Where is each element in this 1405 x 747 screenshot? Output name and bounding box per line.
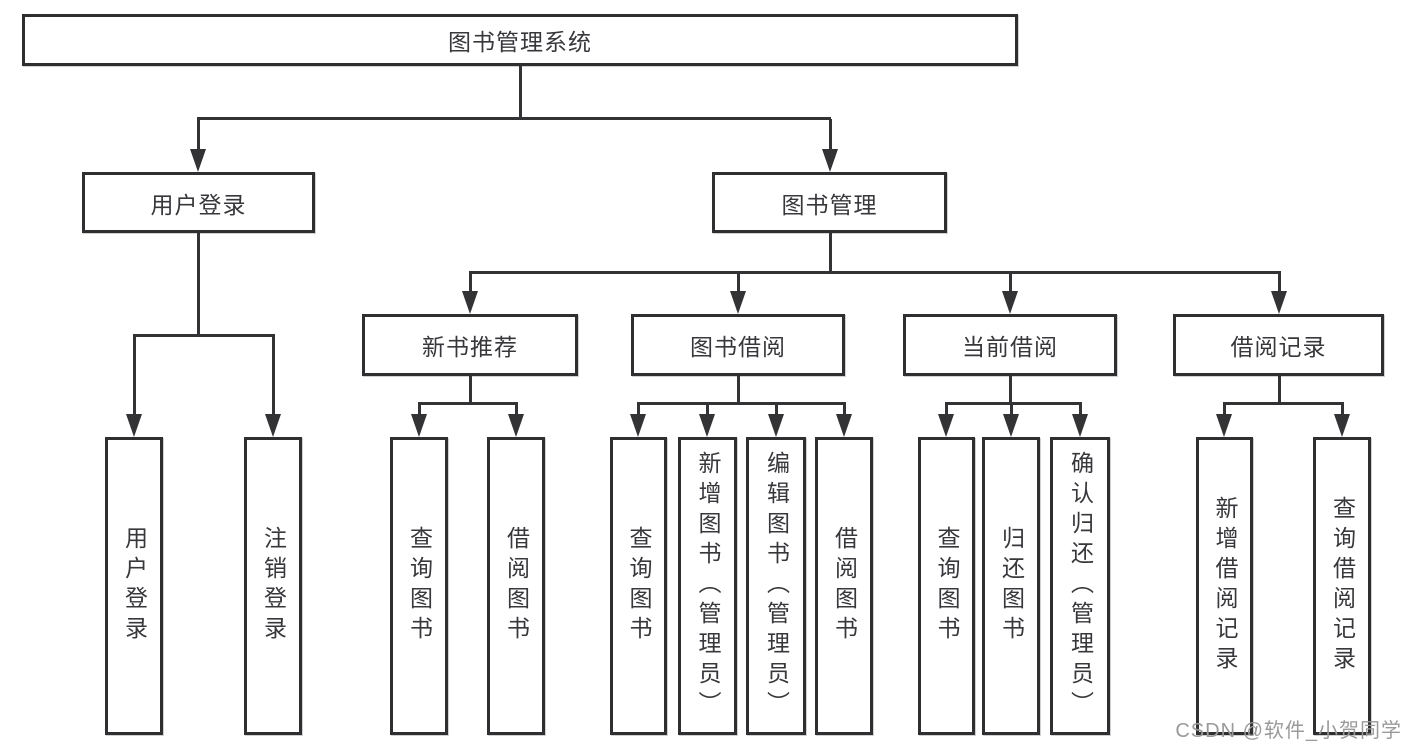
- leaf-borrow-books: 借阅图书: [815, 437, 873, 735]
- arrowhead-down-icon: [768, 414, 784, 437]
- connector-line: [133, 334, 275, 337]
- connector-line: [197, 233, 200, 336]
- connector-line: [469, 273, 472, 295]
- arrowhead-down-icon: [1002, 291, 1018, 314]
- connector-line: [637, 404, 640, 416]
- node-current-borrowing: 当前借阅: [903, 314, 1117, 376]
- node-user-login: 用户登录: [82, 172, 315, 233]
- connector-line: [1009, 376, 1012, 404]
- connector-line: [1010, 404, 1013, 416]
- arrowhead-down-icon: [730, 291, 746, 314]
- node-new-book-recommend: 新书推荐: [362, 314, 578, 376]
- node-root: 图书管理系统: [22, 14, 1018, 66]
- connector-line: [515, 404, 518, 416]
- connector-line: [418, 402, 518, 405]
- connector-line: [829, 233, 832, 274]
- connector-line: [272, 336, 275, 416]
- connector-line: [637, 402, 846, 405]
- connector-line: [418, 404, 421, 416]
- arrowhead-down-icon: [630, 414, 646, 437]
- arrowhead-down-icon: [265, 414, 281, 437]
- connector-line: [775, 404, 778, 416]
- connector-line: [197, 119, 200, 151]
- arrowhead-down-icon: [1216, 414, 1232, 437]
- connector-line: [737, 273, 740, 295]
- leaf-query-books: 查询图书: [390, 437, 448, 735]
- arrowhead-down-icon: [508, 414, 524, 437]
- connector-line: [829, 119, 832, 151]
- leaf-logout: 注销登录: [244, 437, 302, 735]
- leaf-user-login: 用户登录: [105, 437, 163, 735]
- connector-line: [133, 336, 136, 416]
- connector-line: [197, 117, 831, 120]
- connector-line: [1278, 273, 1281, 295]
- connector-line: [737, 376, 740, 404]
- arrowhead-down-icon: [1334, 414, 1350, 437]
- leaf-query-books: 查询图书: [918, 437, 975, 735]
- node-book-management: 图书管理: [712, 172, 947, 233]
- node-book-borrowing: 图书借阅: [631, 314, 845, 376]
- node-borrowing-records: 借阅记录: [1173, 314, 1384, 376]
- arrowhead-down-icon: [411, 414, 427, 437]
- arrowhead-down-icon: [126, 414, 142, 437]
- arrowhead-down-icon: [1003, 414, 1019, 437]
- arrowhead-down-icon: [462, 291, 478, 314]
- csdn-watermark: CSDN @软件_小贺同学: [1175, 720, 1402, 742]
- leaf-borrow-books: 借阅图书: [487, 437, 545, 735]
- leaf-add-books-admin: 新增图书（管理员）: [678, 437, 737, 735]
- leaf-query-books: 查询图书: [610, 437, 667, 735]
- connector-line: [469, 271, 1281, 274]
- arrowhead-down-icon: [1271, 291, 1287, 314]
- connector-line: [469, 376, 472, 404]
- arrowhead-down-icon: [836, 414, 852, 437]
- connector-line: [1009, 273, 1012, 295]
- connector-line: [1079, 404, 1082, 416]
- arrowhead-down-icon: [190, 149, 206, 172]
- connector-line: [519, 66, 522, 119]
- arrowhead-down-icon: [699, 414, 715, 437]
- connector-line: [945, 402, 1082, 405]
- connector-line: [1341, 404, 1344, 416]
- leaf-add-borrow-record: 新增借阅记录: [1196, 437, 1253, 735]
- arrowhead-down-icon: [822, 149, 838, 172]
- connector-line: [1223, 404, 1226, 416]
- leaf-edit-books-admin: 编辑图书（管理员）: [746, 437, 806, 735]
- connector-line: [706, 404, 709, 416]
- leaf-confirm-return-admin: 确认归还（管理员）: [1050, 437, 1110, 735]
- connector-line: [1223, 402, 1344, 405]
- arrowhead-down-icon: [1072, 414, 1088, 437]
- leaf-query-borrow-record: 查询借阅记录: [1313, 437, 1371, 735]
- connector-line: [1278, 376, 1281, 404]
- arrowhead-down-icon: [938, 414, 954, 437]
- leaf-return-books: 归还图书: [982, 437, 1040, 735]
- connector-line: [843, 404, 846, 416]
- connector-line: [945, 404, 948, 416]
